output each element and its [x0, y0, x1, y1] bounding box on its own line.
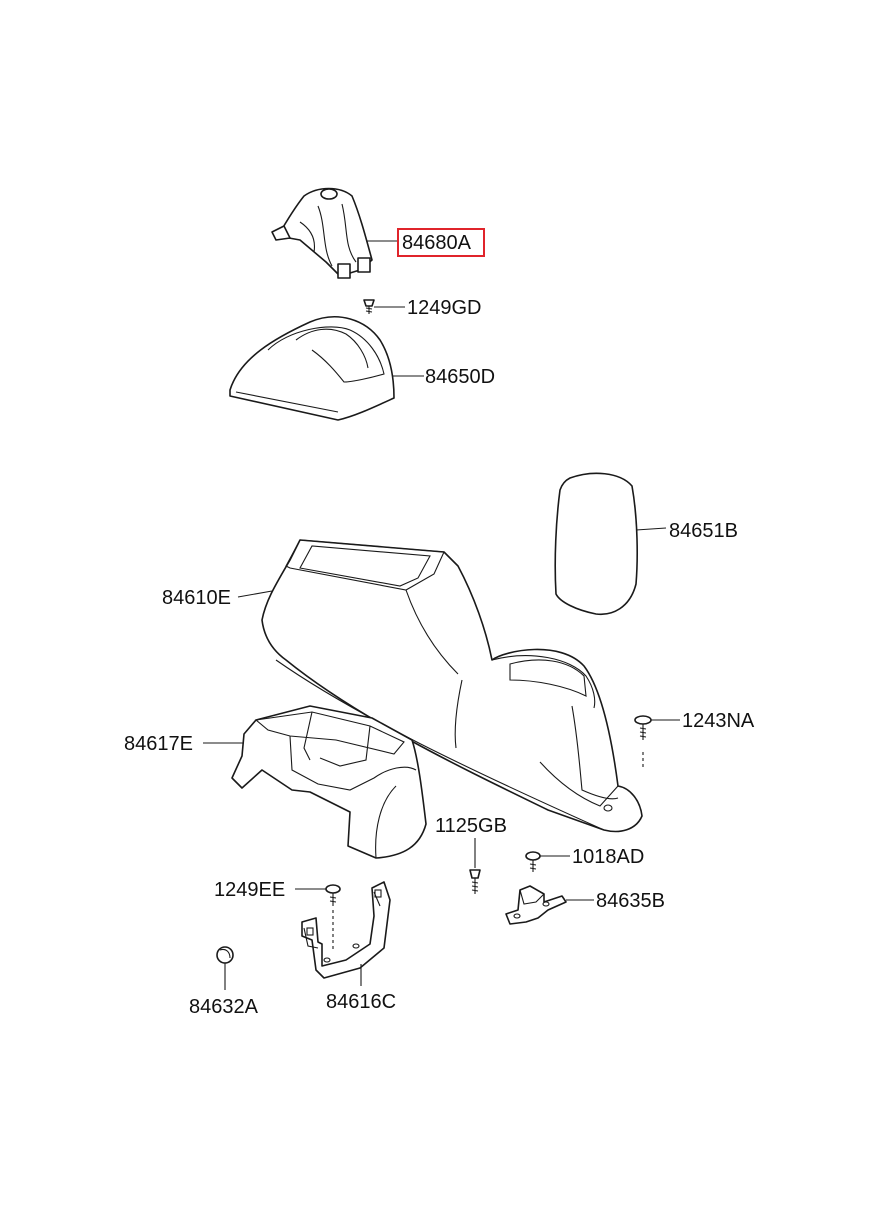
part-84616C-mounting-bracket[interactable]	[301, 881, 391, 979]
part-1249GD-screw[interactable]	[363, 299, 375, 314]
callout-84635B[interactable]: 84635B	[596, 890, 665, 912]
callout-1249EE[interactable]: 1249EE	[214, 879, 285, 901]
callout-84650D[interactable]: 84650D	[425, 366, 495, 388]
callout-84651B[interactable]: 84651B	[669, 520, 738, 542]
part-1249EE-screw[interactable]	[325, 884, 341, 950]
part-84650D-console-cover[interactable]	[229, 316, 395, 421]
part-84651B-armrest-pad[interactable]	[554, 472, 638, 616]
part-1243NA-screw[interactable]	[634, 715, 652, 770]
callout-1249GD[interactable]: 1249GD	[407, 297, 482, 319]
part-84635B-bracket[interactable]	[505, 885, 567, 925]
callout-1125GB[interactable]: 1125GB	[435, 815, 507, 837]
callout-84616C[interactable]: 84616C	[326, 991, 396, 1013]
callout-1018AD[interactable]: 1018AD	[572, 846, 644, 868]
part-84680A-shift-boot[interactable]	[271, 187, 373, 279]
callout-84680A[interactable]: 84680A	[402, 232, 472, 254]
callout-84617E[interactable]: 84617E	[124, 733, 193, 755]
part-84617E-rear-console[interactable]	[231, 705, 427, 859]
callout-1243NA[interactable]: 1243NA	[682, 710, 755, 732]
part-84632A-clip[interactable]	[216, 946, 234, 964]
part-1018AD-screw[interactable]	[525, 851, 541, 872]
callout-84632A[interactable]: 84632A	[189, 996, 259, 1018]
part-84610E-console-body[interactable]	[261, 539, 643, 833]
callout-84610E[interactable]: 84610E	[162, 587, 231, 609]
highlight-box-84680A	[397, 228, 485, 257]
part-1125GB-bolt[interactable]	[469, 869, 481, 894]
